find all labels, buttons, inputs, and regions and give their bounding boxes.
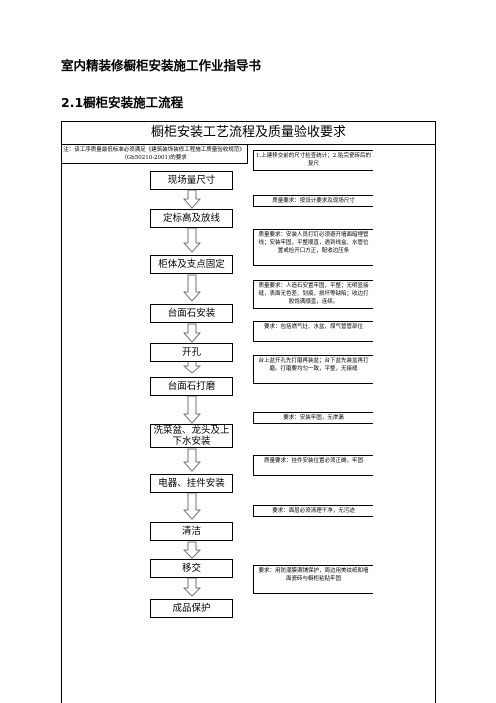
step-handover: 移交 bbox=[150, 559, 233, 578]
step-countertop-install: 台面石安装 bbox=[150, 304, 233, 323]
step-sink-faucet-plumbing: 洗菜盆、龙头及上下水安装 bbox=[150, 424, 233, 448]
requirement-measure: 1.上建移交前的尺寸检查统计；2.贴完瓷砖后的复尺 bbox=[253, 150, 373, 171]
step-measure: 现场量尺寸 bbox=[150, 171, 233, 190]
requirement-cut-holes: 要求：包括燃气灶、水盆、煤气管管部位 bbox=[253, 321, 373, 342]
flowchart-frame bbox=[61, 121, 436, 703]
document-title: 室内精装修橱柜安装施工作业指导书 bbox=[61, 58, 262, 73]
requirement-appliance-install: 质量要求：挂件安装位置必须正确，牢固 bbox=[253, 455, 373, 476]
requirement-countertop-polish: 台上盆开孔先打磨再装盆；台下盆先装盆再打磨。打磨要均匀一致，平整，无接缝 bbox=[253, 355, 373, 384]
step-cabinet-fixing: 柜体及支点固定 bbox=[150, 255, 233, 274]
requirement-cleaning: 要求：面层必须清理干净，无污迹 bbox=[253, 505, 373, 517]
requirement-sink-plumbing: 要求：安装牢固，无渗漏 bbox=[253, 412, 373, 424]
step-cleaning: 清洁 bbox=[150, 522, 233, 541]
step-countertop-polish: 台面石打磨 bbox=[150, 377, 233, 396]
step-appliance-install: 电器、挂件安装 bbox=[150, 474, 233, 493]
flowchart-header: 橱柜安装工艺流程及质量验收要求 bbox=[61, 121, 436, 145]
section-title: 2.1橱柜安装施工流程 bbox=[61, 95, 184, 110]
requirement-cabinet-fixing: 质量要求：安装人员打钉必须避开墙面暗埋管线；安装牢固，平整顺直，遇到线盒、水管位… bbox=[253, 229, 373, 266]
requirement-level-marking: 质量要求：按设计要求及现场尺寸 bbox=[253, 195, 373, 207]
step-level-marking: 定标高及放线 bbox=[150, 209, 233, 228]
standard-note: 注：该工序质量最低标准必须满足《建筑装饰装修工程施工质量验收规范》（Gb5021… bbox=[61, 145, 248, 164]
requirement-protection: 要求：用防潮膜满铺保护，周边用美纹纸和墙面瓷砖与橱柜粘贴牢固 bbox=[253, 565, 373, 594]
requirement-countertop-install: 质量要求：人造石安置牢固，平整；无明显接缝，表面无色差、划痕，损坏等缺陷；收边打… bbox=[253, 280, 373, 309]
step-protection: 成品保护 bbox=[150, 599, 233, 618]
step-cut-holes: 开孔 bbox=[150, 343, 233, 362]
